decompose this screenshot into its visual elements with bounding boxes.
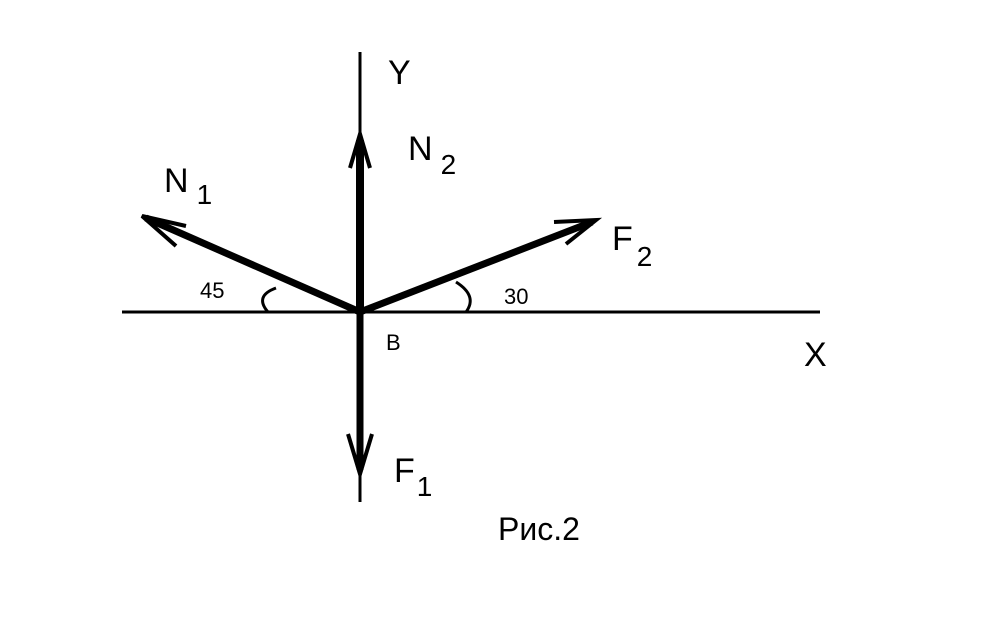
vector-f2-base: F xyxy=(612,220,633,258)
vector-n1-subscript: 1 xyxy=(197,179,213,210)
vector-n1-arrowhead xyxy=(140,214,187,248)
vector-f1-arrowhead xyxy=(346,433,374,481)
vector-f2-arrowhead xyxy=(553,217,603,246)
vector-n2-subscript: 2 xyxy=(441,149,457,180)
vector-f2-subscript: 2 xyxy=(637,241,653,272)
vector-n2-base: N xyxy=(408,130,433,168)
figure-caption: Рис.2 xyxy=(498,511,580,547)
vector-n2-arrowhead xyxy=(348,126,372,169)
point-b-label: B xyxy=(386,330,401,355)
angle-right-label: 30 xyxy=(504,284,528,309)
vector-f2-shaft xyxy=(358,218,594,316)
vector-n1-shaft xyxy=(144,214,362,316)
vector-f1-label: F1 xyxy=(394,452,432,502)
vector-f1-base: F xyxy=(394,452,415,490)
vector-n1-base: N xyxy=(164,162,189,200)
angle-arc-right xyxy=(455,280,472,313)
angle-arc-left xyxy=(261,286,277,313)
y-axis-label: Y xyxy=(388,54,411,92)
vector-f1-subscript: 1 xyxy=(417,471,433,502)
x-axis-label: X xyxy=(804,336,827,374)
angle-left-label: 45 xyxy=(200,278,224,303)
